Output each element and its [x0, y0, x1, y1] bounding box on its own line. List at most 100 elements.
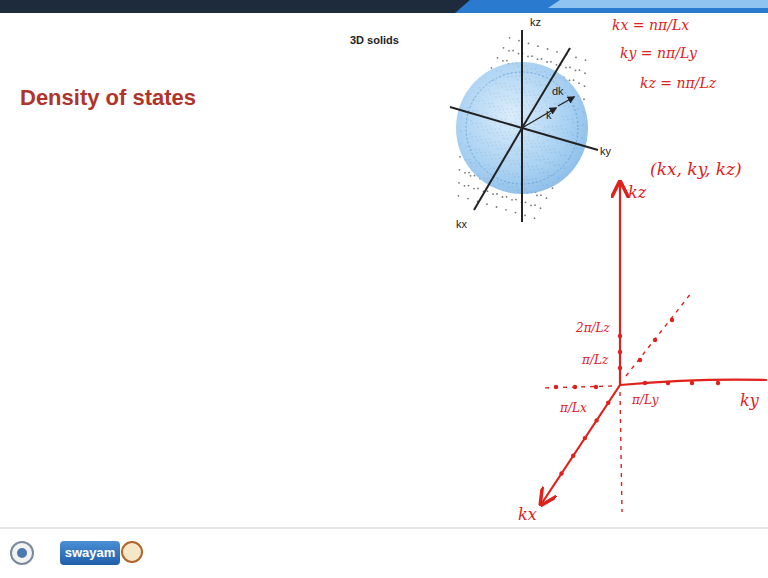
grid-dot: [540, 194, 542, 196]
grid-dot: [518, 40, 520, 42]
grid-dot: [464, 172, 466, 174]
axis-dot: [638, 358, 642, 362]
handwritten-tick: 2π/Lz: [576, 322, 610, 335]
grid-dot: [540, 207, 542, 209]
grid-dot: [468, 185, 470, 187]
grid-dot: [470, 175, 472, 177]
grid-dot: [486, 203, 488, 205]
grid-dot: [537, 58, 539, 60]
vector-label: k: [546, 109, 552, 121]
top-bar: [0, 0, 768, 13]
axis-dot: [670, 318, 674, 322]
axis-dot: [554, 385, 558, 389]
grid-dot: [528, 43, 530, 45]
footer-bar: [0, 528, 768, 578]
red-axes: [542, 184, 766, 503]
grid-dot: [506, 196, 508, 198]
grid-dot: [477, 188, 479, 190]
grid-dot: [459, 169, 461, 171]
axis-dot: [606, 401, 610, 405]
handwritten-formula: kx = nπ/Lx: [612, 18, 689, 33]
grid-dot: [569, 67, 571, 69]
logo-left: [11, 542, 33, 564]
negative-axes: [540, 292, 692, 512]
grid-dot: [502, 60, 504, 62]
grid-dot: [525, 202, 527, 204]
grid-dot: [584, 72, 586, 74]
grid-dot: [575, 57, 577, 59]
grid-dot: [524, 215, 526, 217]
grid-dot: [474, 175, 476, 177]
axis-dot: [571, 454, 575, 458]
grid-dot: [527, 56, 529, 58]
handwritten-axis-label: ky: [740, 392, 759, 410]
grid-dot: [458, 195, 460, 197]
k-vector: [522, 108, 556, 128]
handwritten-point: (kx, ky, kz): [650, 160, 742, 179]
grid-dot: [546, 61, 548, 63]
axis-label: ky: [600, 145, 611, 157]
top-accent-light: [548, 0, 768, 8]
grid-dot: [496, 193, 498, 195]
grid-dot: [509, 37, 511, 39]
axis-dot: [716, 381, 720, 385]
grid-dot: [468, 172, 470, 174]
grid-dot: [487, 190, 489, 192]
grid-dot: [579, 69, 581, 71]
grid-dot: [505, 209, 507, 211]
grid-dot: [575, 70, 577, 72]
grid-dot: [511, 199, 513, 201]
grid-dot: [491, 67, 493, 69]
axis-dot: [573, 385, 577, 389]
logo-text: swayam: [65, 546, 116, 560]
axis-dot: [559, 471, 563, 475]
axis-dot: [618, 366, 622, 370]
grid-dot: [556, 51, 558, 53]
axis-dot: [594, 418, 598, 422]
footer-line: [0, 528, 768, 529]
top-accent: [455, 0, 768, 13]
grid-dot: [578, 82, 580, 84]
dk-vector: [558, 97, 574, 106]
grid-dot: [515, 212, 517, 214]
grid-dot: [569, 80, 571, 82]
axis-label: kz: [530, 16, 541, 28]
grid-dot: [502, 196, 504, 198]
axis-dot: [618, 334, 622, 338]
grid-dot: [531, 55, 533, 57]
grid-dot: [512, 50, 514, 52]
grid-dot: [497, 57, 499, 59]
handwritten-tick: π/Lz: [582, 354, 608, 367]
grid-dot: [552, 187, 554, 189]
grid-dot: [515, 199, 517, 201]
grid-dot: [536, 195, 538, 197]
axis-dot: [666, 381, 670, 385]
grid-dot: [506, 60, 508, 62]
axis-dot: [594, 385, 598, 389]
grid-dot: [503, 47, 505, 49]
grid-dot: [583, 98, 585, 100]
axis-dot: [643, 381, 647, 385]
grid-dot: [546, 197, 548, 199]
grid-dot: [573, 79, 575, 81]
grid-dot: [585, 59, 587, 61]
axis-dot: [653, 338, 657, 342]
grid-dot: [459, 156, 461, 158]
grid-dot: [541, 58, 543, 60]
grid-dot: [530, 205, 532, 207]
grid-dot: [458, 182, 460, 184]
grid-dot: [518, 53, 520, 55]
axis-dot: [583, 436, 587, 440]
grid-dot: [496, 206, 498, 208]
grid-dot: [508, 50, 510, 52]
grid-dot: [467, 198, 469, 200]
vector-label: dk: [552, 85, 564, 97]
grid-dot: [473, 188, 475, 190]
slide-title: Density of states: [20, 86, 196, 110]
k-axes: [450, 30, 598, 222]
grid-dot: [537, 45, 539, 47]
logo-right: [122, 542, 142, 562]
grid-dot: [492, 193, 494, 195]
handwritten-formula: ky = nπ/Ly: [620, 46, 697, 61]
grid-dot: [464, 185, 466, 187]
